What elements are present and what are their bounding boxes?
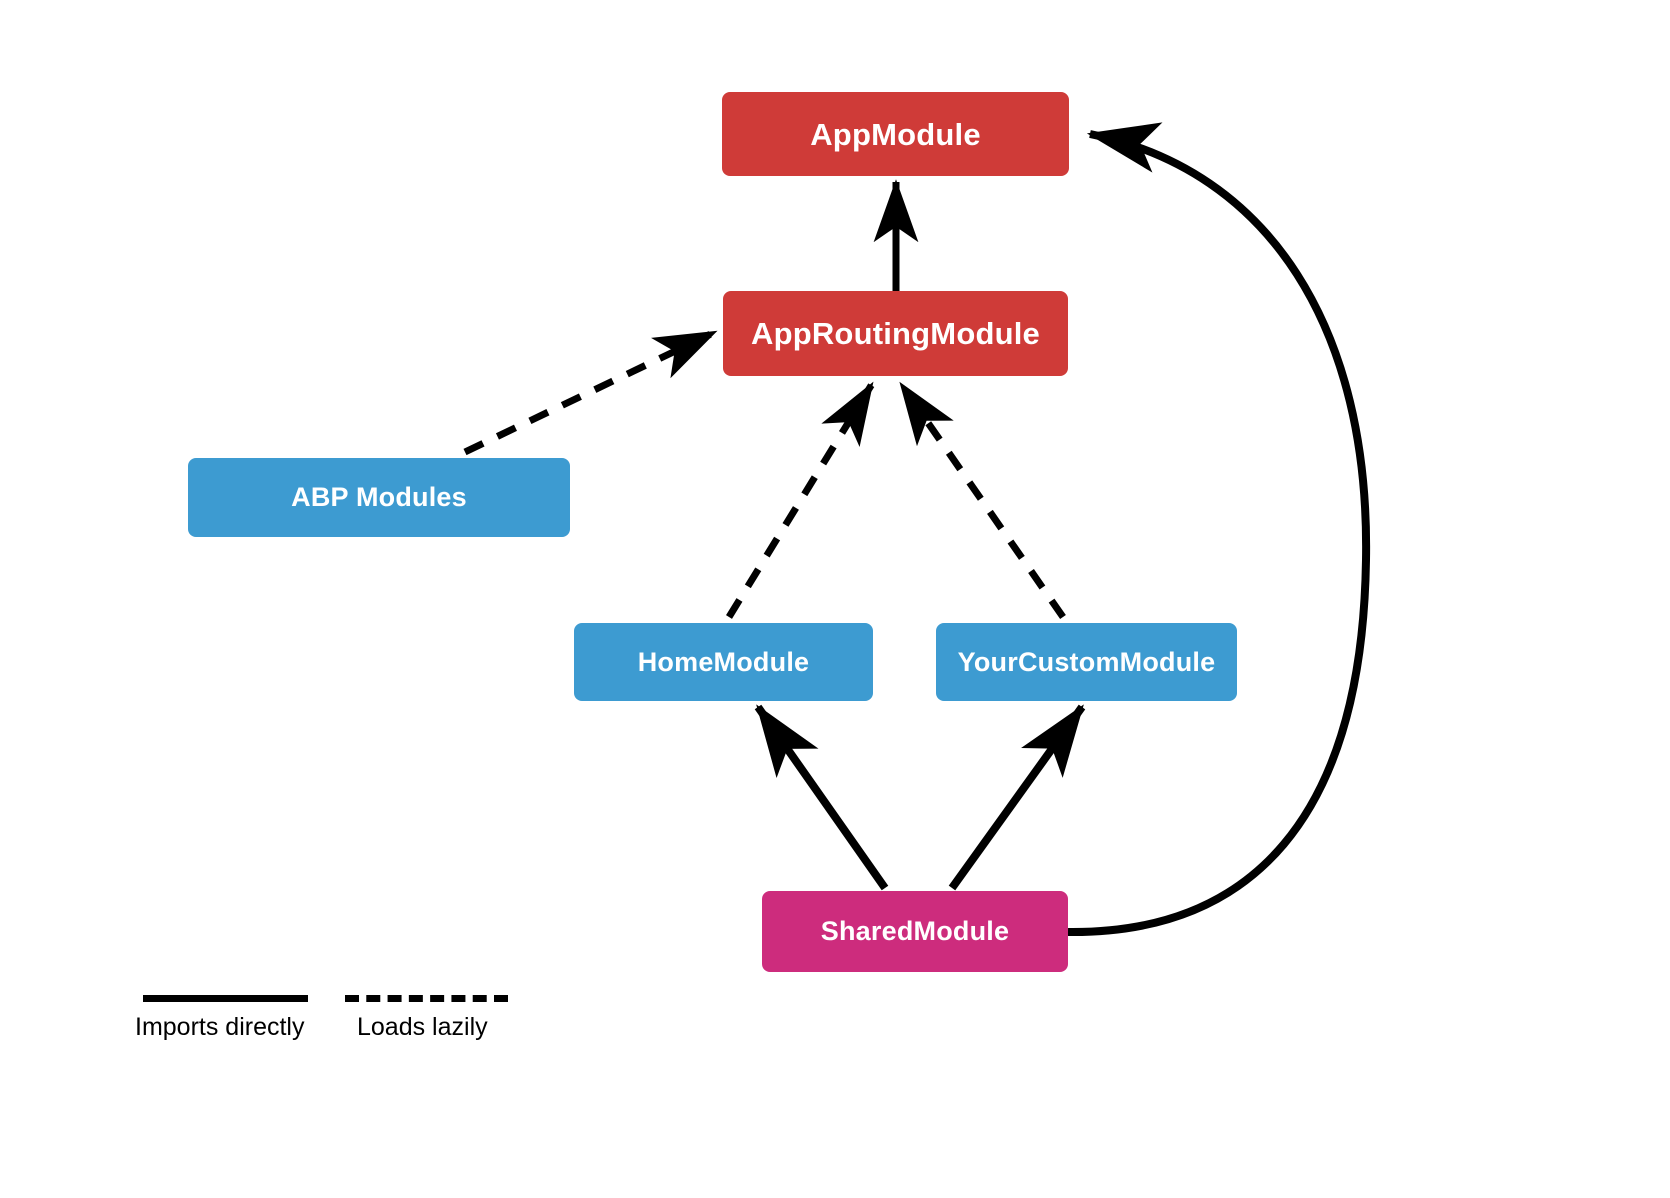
node-app-routing-module[interactable]: AppRoutingModule <box>723 291 1068 376</box>
node-home-module-label: HomeModule <box>637 646 810 677</box>
legend-loads-lazily-label: Loads lazily <box>357 1013 488 1041</box>
legend-imports-directly-label: Imports directly <box>135 1013 305 1041</box>
node-app-routing-module-label: AppRoutingModule <box>750 316 1040 351</box>
diagram-legend: Imports directly Loads lazily <box>130 980 550 1050</box>
node-shared-module[interactable]: SharedModule <box>762 891 1068 972</box>
edge-custom-to-approuting <box>898 381 1066 619</box>
edge-shared-to-appmodule <box>1067 122 1371 937</box>
edge-shared-to-home <box>754 704 889 891</box>
node-abp-modules-label: ABP Modules <box>291 482 467 512</box>
edge-home-to-approuting <box>726 381 875 619</box>
node-your-custom-module[interactable]: YourCustomModule <box>936 623 1237 701</box>
edge-abp-to-approuting <box>463 328 718 456</box>
legend-solid-line-swatch <box>143 995 308 1002</box>
node-shared-module-label: SharedModule <box>820 916 1010 946</box>
legend-dashed-line-swatch <box>345 995 508 1002</box>
node-abp-modules[interactable]: ABP Modules <box>188 458 570 537</box>
node-app-module-label: AppModule <box>810 116 981 152</box>
edge-shared-to-custom <box>948 704 1086 891</box>
node-app-module[interactable]: AppModule <box>722 92 1069 176</box>
node-your-custom-module-label: YourCustomModule <box>957 646 1216 677</box>
node-home-module[interactable]: HomeModule <box>574 623 873 701</box>
